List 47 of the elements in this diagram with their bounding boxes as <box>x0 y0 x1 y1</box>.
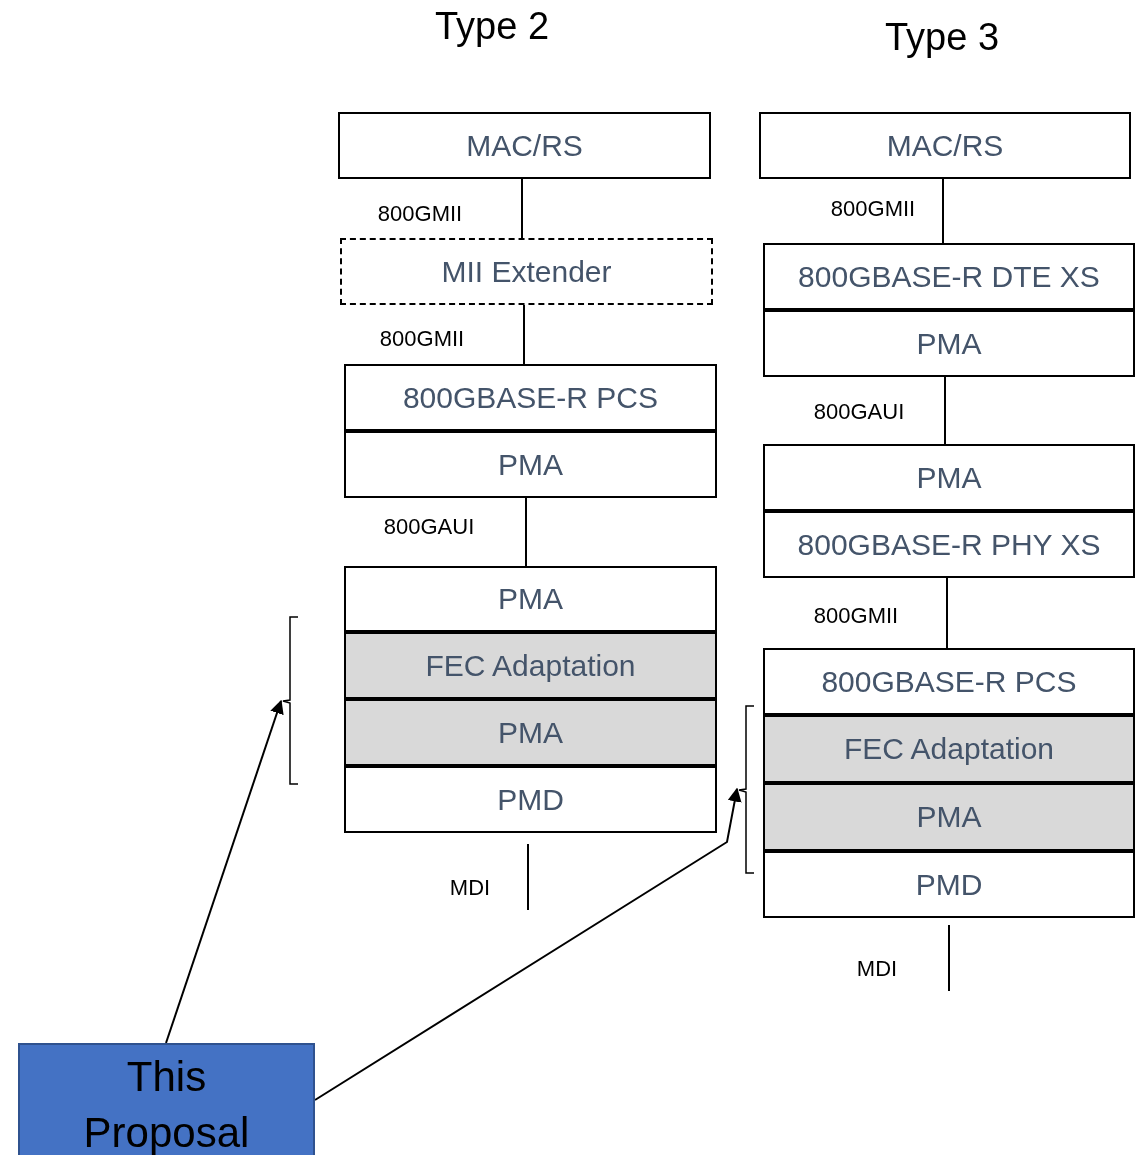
layer-label: PMD <box>915 867 983 902</box>
layer-box <box>763 444 1135 511</box>
layer-box <box>344 364 717 431</box>
layer-label: 800GBASE-R PCS <box>402 380 659 415</box>
layer-label: PMA <box>916 800 982 834</box>
layer-label: 800GBASE-R PHY XS <box>797 527 1101 562</box>
connector-line <box>527 843 529 911</box>
column-heading: Type 3 <box>884 15 1000 59</box>
layer-label: 800GBASE-R DTE XS <box>798 259 1100 294</box>
arrow <box>314 787 742 1101</box>
layer-label: MAC/RS <box>466 128 583 163</box>
layer-label: FEC Adaptation <box>425 648 636 683</box>
column-heading: Type 2 <box>434 4 550 48</box>
layer-label: PMA <box>498 715 563 750</box>
layer-box <box>763 511 1135 578</box>
connector-line <box>525 497 527 567</box>
layer-box <box>763 648 1135 715</box>
layer-label: 800GBASE-R PCS <box>821 664 1077 699</box>
layer-box <box>763 851 1135 918</box>
layer-box <box>344 766 717 833</box>
connector-line <box>944 376 946 445</box>
layer-label: PMD <box>497 782 564 817</box>
connector-line <box>523 304 525 365</box>
connector-line <box>946 577 948 649</box>
layer-label: PMA <box>498 582 563 616</box>
layer-box <box>344 431 717 498</box>
layer-box <box>763 243 1135 310</box>
connector-line <box>948 924 950 992</box>
layer-label: PMA <box>498 447 563 482</box>
layer-box <box>344 566 717 632</box>
layer-label: FEC Adaptation <box>843 732 1055 766</box>
layer-label: MAC/RS <box>886 128 1004 163</box>
callout-box <box>18 1043 315 1155</box>
connector-line <box>521 178 523 239</box>
layer-box <box>759 112 1131 179</box>
layer-box <box>344 699 717 766</box>
connector-line <box>942 178 944 244</box>
layer-box <box>338 112 711 179</box>
layer-box <box>763 783 1135 851</box>
layer-label: MII Extender <box>441 254 612 289</box>
layer-box <box>340 238 713 305</box>
layer-box <box>763 310 1135 377</box>
layer-label: PMA <box>916 326 982 361</box>
layer-box <box>763 715 1135 783</box>
arrow <box>165 699 284 1044</box>
layer-box <box>344 632 717 699</box>
layer-label: PMA <box>916 460 982 495</box>
